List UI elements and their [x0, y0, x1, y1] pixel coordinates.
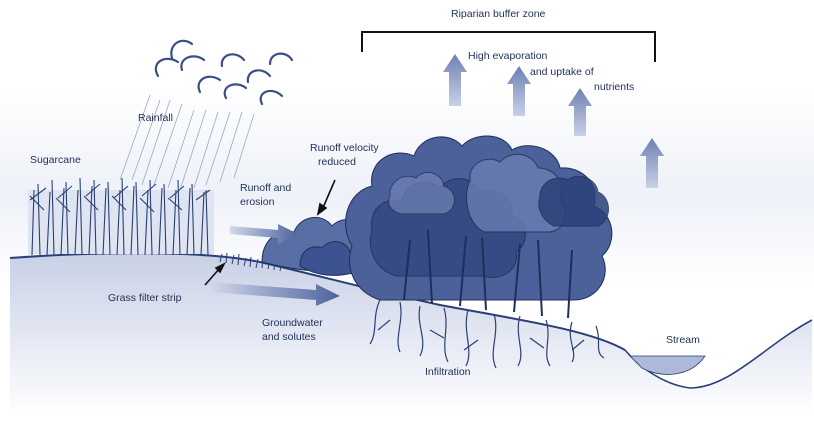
evaporation-label-line1: High evaporation — [468, 50, 547, 63]
runoff-erosion-label-line1: Runoff and — [240, 182, 291, 195]
groundwater-label-line2: and solutes — [262, 331, 316, 344]
buffer-zone-label: Riparian buffer zone — [451, 8, 545, 21]
runoff-velocity-label-line1: Runoff velocity — [310, 142, 379, 155]
infiltration-label: Infiltration — [425, 366, 471, 379]
runoff-erosion-label-line2: erosion — [240, 196, 274, 209]
grass-filter-label: Grass filter strip — [108, 292, 182, 305]
runoff-velocity-label-line2: reduced — [318, 156, 356, 169]
rainfall-label: Rainfall — [138, 112, 173, 125]
sugarcane-label: Sugarcane — [30, 154, 81, 167]
groundwater-label-line1: Groundwater — [262, 317, 323, 330]
evaporation-label-line3: nutrients — [594, 81, 634, 94]
evaporation-label-line2: and uptake of — [530, 66, 594, 79]
stream-label: Stream — [666, 334, 700, 347]
